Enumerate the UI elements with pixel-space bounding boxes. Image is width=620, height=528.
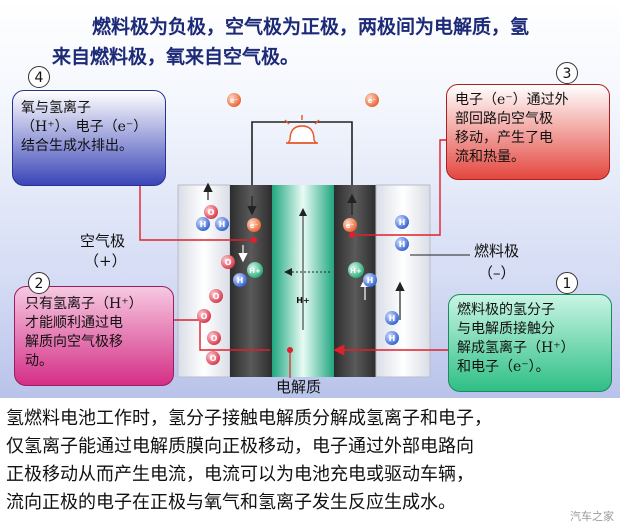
hydrogen-particle: H xyxy=(215,217,229,231)
air-electrode-sign: （+） xyxy=(84,252,127,270)
svg-text:e⁻: e⁻ xyxy=(250,222,259,230)
svg-text:H: H xyxy=(200,220,207,229)
svg-text:O: O xyxy=(208,208,215,217)
fuel-electrode-label: 燃料极 xyxy=(474,242,520,260)
svg-text:O: O xyxy=(213,292,220,301)
caption-line-3: 正极移动从而产生电流，电流可以为电池充电或驱动车辆， xyxy=(6,464,474,485)
title-line-2: 来自燃料极，氧来自空气极。 xyxy=(52,46,300,68)
step-1-line-2: 与电解质接触分 xyxy=(457,321,555,337)
electron-particle: e⁻ xyxy=(247,218,261,232)
step-1-number: 1 xyxy=(556,272,578,294)
step-4-box: 氧与氢离子 （H⁺）、电子（e⁻） 结合生成水排出。 xyxy=(12,90,166,186)
svg-text:e⁻: e⁻ xyxy=(368,97,377,105)
caption-line-2: 仅氢离子能通过电解质膜向正极移动，电子通过外部电路向 xyxy=(6,436,474,457)
oxygen-particle: O xyxy=(209,289,223,303)
oxygen-particle: O xyxy=(204,205,218,219)
svg-text:O: O xyxy=(201,312,208,321)
step-4-line-1: 氧与氢离子 xyxy=(21,100,91,116)
external-circuit-wire xyxy=(251,121,353,185)
svg-text:H: H xyxy=(367,276,374,285)
hydrogen-ion-particle: H+ xyxy=(247,262,263,278)
svg-text:H+: H+ xyxy=(350,267,362,275)
step-2-box: 只有氢离子（H⁺） 才能顺利通过电 解质向空气极移 动。 xyxy=(14,286,174,386)
hydrogen-particle: H xyxy=(395,215,409,229)
step-2-line-3: 解质向空气极移 xyxy=(25,334,123,350)
fuel-gas-channel xyxy=(375,184,431,378)
bulb-icon xyxy=(284,115,320,144)
step-3-line-3: 移动，产生了电 xyxy=(455,130,553,146)
step-1-line-3: 解成氢离子（H⁺） xyxy=(457,340,575,356)
step-4-line-2: （H⁺）、电子（e⁻） xyxy=(21,119,148,135)
hydrogen-particle: H xyxy=(233,273,247,287)
air-gas-channel xyxy=(177,184,231,378)
connector-step4 xyxy=(139,180,254,241)
hydrogen-particle: H xyxy=(395,237,409,251)
step-4-number: 4 xyxy=(28,66,50,88)
step-3-box: 电子（e⁻）通过外 部回路向空气极 移动，产生了电 流和热量。 xyxy=(446,84,610,180)
caption-line-4: 流向正极的电子在正极与氧气和氢离子发生反应生成水。 xyxy=(6,492,456,513)
fuel-electrode-sign: （–） xyxy=(478,264,516,282)
hydrogen-particle: H xyxy=(385,311,399,325)
oxygen-particle: O xyxy=(197,309,211,323)
step-1-box: 燃料极的氢分子 与电解质接触分 解成氢离子（H⁺） 和电子（e⁻）。 xyxy=(448,294,612,392)
connector-step2 xyxy=(172,319,270,351)
step-2-line-1: 只有氢离子（H⁺） xyxy=(25,296,143,312)
svg-text:O: O xyxy=(211,334,218,343)
svg-text:H: H xyxy=(237,276,244,285)
step-3-line-2: 部回路向空气极 xyxy=(455,111,553,127)
hydrogen-ion-label: H+ xyxy=(296,296,309,305)
step-3-line-4: 流和热量。 xyxy=(455,149,525,165)
caption-panel: 氢燃料电池工作时，氢分子接触电解质分解成氢离子和电子， 仅氢离子能通过电解质膜向… xyxy=(0,398,620,528)
svg-text:H: H xyxy=(219,220,226,229)
svg-text:H+: H+ xyxy=(296,296,309,305)
svg-text:O: O xyxy=(210,354,217,363)
svg-text:e⁻: e⁻ xyxy=(230,97,239,105)
svg-text:H+: H+ xyxy=(249,267,261,275)
svg-text:H: H xyxy=(389,334,396,343)
oxygen-particle: O xyxy=(221,255,235,269)
step-2-line-4: 动。 xyxy=(25,353,53,369)
caption-line-1: 氢燃料电池工作时，氢分子接触电解质分解成氢离子和电子， xyxy=(6,408,492,429)
step-1-line-1: 燃料极的氢分子 xyxy=(457,302,555,318)
title-line-1: 燃料极为负极，空气极为正极，两极间为电解质，氢 xyxy=(92,16,530,38)
step-4-line-3: 结合生成水排出。 xyxy=(21,138,133,154)
step-2-line-2: 才能顺利通过电 xyxy=(25,315,123,331)
step-2-number: 2 xyxy=(28,272,50,294)
electron-particle: e⁻ xyxy=(227,93,241,107)
air-electrode-label: 空气极 xyxy=(80,232,126,250)
hydrogen-particle: H xyxy=(385,331,399,345)
electron-particle: e⁻ xyxy=(365,93,379,107)
electron-particle: e⁻ xyxy=(343,218,357,232)
hydrogen-particle: H xyxy=(363,273,377,287)
svg-text:H: H xyxy=(399,218,406,227)
step-3-line-1: 电子（e⁻）通过外 xyxy=(455,92,569,108)
svg-text:H: H xyxy=(389,314,396,323)
step-1-line-4: 和电子（e⁻）。 xyxy=(457,359,550,375)
oxygen-particle: O xyxy=(207,331,221,345)
hydrogen-particle: H xyxy=(196,217,210,231)
electrolyte-label: 电解质 xyxy=(276,378,322,396)
oxygen-particle: O xyxy=(206,351,220,365)
svg-text:H: H xyxy=(399,240,406,249)
svg-text:O: O xyxy=(225,258,232,267)
step-3-number: 3 xyxy=(556,62,578,84)
hydrogen-ion-particle: H+ xyxy=(348,262,364,278)
svg-text:e⁻: e⁻ xyxy=(346,222,355,230)
watermark: 汽车之家 xyxy=(570,510,614,523)
